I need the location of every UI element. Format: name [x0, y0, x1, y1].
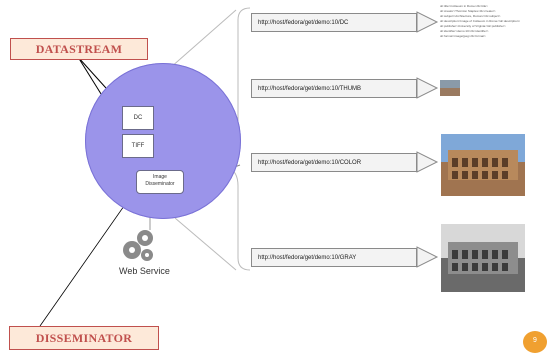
page-number-badge: 9: [523, 331, 547, 353]
tiff-datastream-box: TIFF: [122, 134, 154, 158]
image-disseminator-label-1: Image: [153, 174, 167, 180]
gear-icon: [123, 230, 153, 261]
image-disseminator-box: Image Disseminator: [136, 170, 184, 194]
dc-line: dc:title>Coliseum in Rome</dc:title>: [440, 4, 488, 8]
dc-line: dc:format>image/jpeg</dc:format>: [440, 34, 486, 38]
dc-line: dc:identifier>demo:10</dc:identifier>: [440, 29, 489, 33]
url-dc[interactable]: http://host/fedora/get/demo:10/DC: [251, 13, 417, 32]
gray-image: [441, 224, 525, 292]
dc-line: dc:creator>Thornton Staples</dc:creator>: [440, 9, 496, 13]
image-disseminator-label-2: Disseminator: [145, 181, 175, 187]
color-image: [441, 134, 525, 196]
url-gray[interactable]: http://host/fedora/get/demo:10/GRAY: [251, 248, 417, 267]
dc-record-text: dc:title>Coliseum in Rome</dc:title> dc:…: [440, 4, 520, 39]
dc-line: dc:publisher>University of Virginia</dc:…: [440, 24, 506, 28]
url-thumb[interactable]: http://host/fedora/get/demo:10/THUMB: [251, 79, 417, 98]
dc-datastream-box: DC: [122, 106, 154, 130]
url-color[interactable]: http://host/fedora/get/demo:10/COLOR: [251, 153, 417, 172]
thumbnail-image: [440, 80, 460, 96]
dc-line: dc:description>Image of Coliseum in Rome…: [440, 19, 520, 23]
web-service-label: Web Service: [119, 266, 170, 276]
disseminator-callout: DISSEMINATOR: [9, 326, 159, 350]
datastream-callout: DATASTREAM: [10, 38, 148, 60]
digital-object-circle: [85, 63, 241, 219]
dc-line: dc:subject>Architecture, Roman</dc:subje…: [440, 14, 501, 18]
